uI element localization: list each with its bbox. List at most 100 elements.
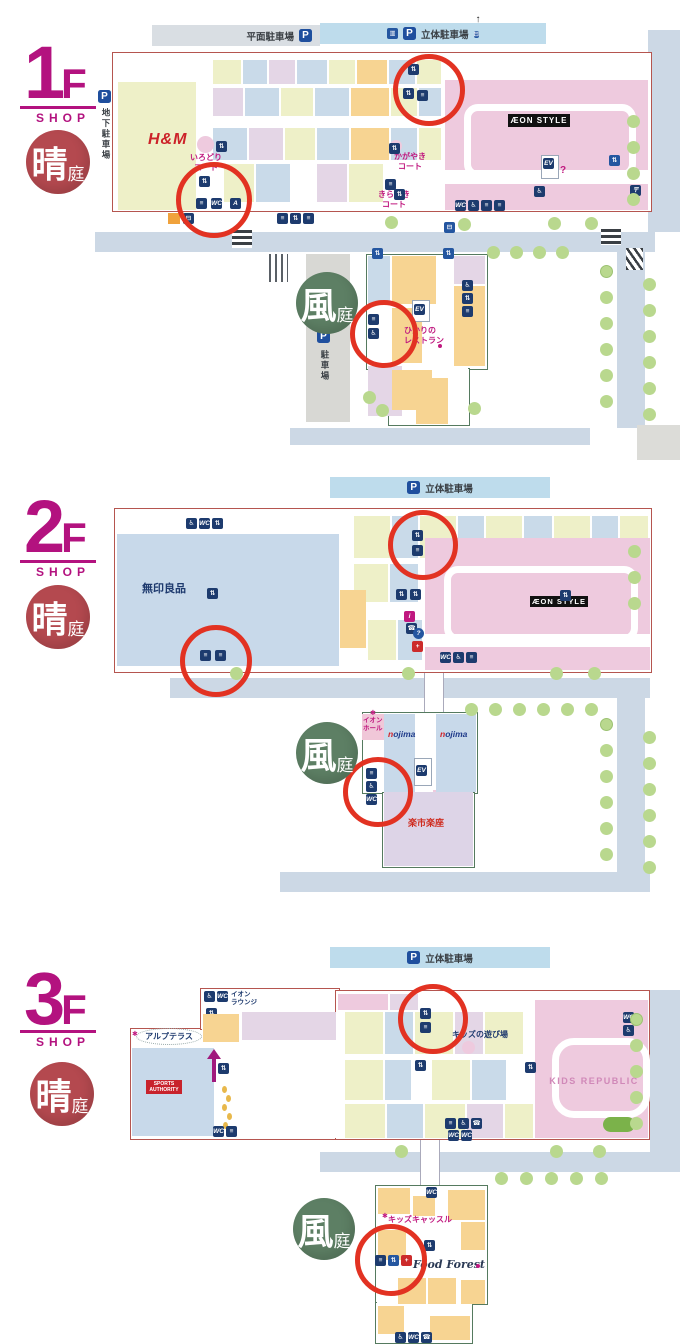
shop-block — [351, 128, 389, 160]
stairs-icon: ≡ — [445, 1118, 456, 1129]
restroom-icon: WC — [426, 1187, 437, 1198]
muji-label: 無印良品 — [142, 583, 186, 595]
shop-block — [448, 1190, 485, 1220]
shop-block — [385, 1060, 411, 1100]
wheelchair-icon: ♿ — [462, 280, 473, 291]
niwa-kanji: 庭 — [333, 1231, 351, 1251]
floor-1-suffix: F — [61, 60, 87, 107]
shop-block — [269, 60, 295, 84]
main-building-1f-interior — [112, 52, 652, 212]
floor-2-label: 2F — [24, 490, 87, 564]
elevator-icon: EV — [416, 765, 427, 776]
aed-icon: + — [412, 641, 423, 652]
kids-play-dot — [462, 1041, 475, 1054]
restroom-icon: WC — [461, 1130, 472, 1141]
nojima-block-2 — [436, 714, 476, 792]
shop-block — [454, 256, 485, 284]
phone-icon: ☎ — [421, 1332, 432, 1343]
cart-icon: ▥ — [387, 28, 399, 39]
shop-block — [378, 1306, 404, 1334]
hare-niwa-badge-2f: 晴庭 — [26, 585, 90, 649]
shop-block — [392, 256, 436, 304]
aeon-style-logo-1f: ÆON STYLE — [508, 114, 570, 127]
deck-parking-label-2f: 立体駐車場 — [425, 483, 473, 495]
escalator-icon: ⇅ — [207, 588, 218, 599]
road-3f-south — [320, 1152, 680, 1172]
sports-authority-logo: SPORTS AUTHORITY — [146, 1080, 182, 1094]
floor-3-number: 3 — [24, 957, 65, 1040]
building-join-patch — [390, 366, 468, 371]
corridor-connector — [424, 673, 444, 715]
escalator-icon: ⇅ — [396, 589, 407, 600]
stairs-icon: ≡ — [420, 1022, 431, 1033]
wheelchair-escalator-icon: ♿ — [534, 186, 545, 197]
green-kids-logo — [603, 1117, 635, 1132]
escalator-icon: ⇅ — [560, 590, 571, 601]
stairs-icon: ≡ — [200, 650, 211, 661]
aeon-hall-block — [362, 714, 384, 740]
hikari-restaurant-label: ひかりの レストラン — [404, 326, 444, 345]
corridor-ring — [552, 1038, 650, 1118]
shop-block — [413, 1196, 435, 1216]
footprints-marker — [222, 1086, 227, 1093]
road-3f-east — [650, 990, 680, 1154]
flat-parking-bar: 平面駐車場 P — [152, 25, 320, 46]
kaze-niwa-badge-2f: 風庭 — [296, 722, 358, 784]
floor-3-shop-label: SHOP — [36, 1035, 91, 1049]
aeon-lounge-label: イオン ラウンジ — [231, 991, 257, 1006]
up-arrow-marker — [207, 1049, 221, 1082]
up-arrow-icon: ↑ — [475, 13, 481, 25]
escalator-icon: ⇅ — [424, 1240, 435, 1251]
wheelchair-icon: ♿ — [186, 518, 197, 529]
wheelchair-icon: ♿ — [468, 200, 479, 211]
shop-block — [345, 1104, 385, 1138]
kids-play-label: キッズの遊び場 — [452, 1030, 508, 1039]
shop-block — [419, 128, 441, 160]
niwa-kanji: 庭 — [67, 619, 85, 639]
rakuichi-label: 楽市楽座 — [408, 818, 445, 828]
shop-block — [349, 164, 383, 202]
kids-castle-label: キッズキャッスル — [388, 1215, 452, 1224]
wheelchair-icon: ♿ — [453, 652, 464, 663]
taxi-marker — [168, 213, 180, 224]
kaze-kanji: 風 — [300, 735, 337, 776]
road-1f-annex-south — [290, 428, 590, 445]
floor-3-suffix: F — [61, 986, 87, 1033]
shop-block — [297, 60, 327, 84]
elevator-icon: EV — [543, 158, 554, 169]
escalator-icon: ⇅ — [212, 518, 223, 529]
shop-block — [338, 994, 388, 1010]
deck-parking-bar-2f: P 立体駐車場 — [330, 477, 550, 498]
kaze-kanji: 風 — [297, 1211, 334, 1252]
deck-parking-bar-3f: P 立体駐車場 — [330, 947, 550, 968]
shop-block — [317, 164, 347, 202]
escalator-icon: ⇅ — [443, 248, 454, 259]
niwa-kanji: 庭 — [67, 164, 85, 184]
shop-block — [368, 256, 390, 304]
corridor — [425, 634, 650, 647]
escalator-icon: ⇅ — [525, 1062, 536, 1073]
kaze-kanji: 風 — [300, 285, 337, 326]
stairs-icon: ≡ — [412, 545, 423, 556]
highlight-circle-3f-annex — [355, 1224, 427, 1296]
escalator-icon: ⇅ — [394, 189, 405, 200]
map-star: ✱ — [132, 1031, 138, 1038]
escalator-icon: ⇅ — [389, 143, 400, 154]
shop-block — [345, 1012, 383, 1054]
alp-terrace-label: アルプテラス — [145, 1032, 193, 1041]
phone-icon: ☎ — [406, 623, 417, 634]
restroom-icon: WC — [199, 518, 210, 529]
shop-block — [256, 164, 290, 202]
shop-block — [329, 60, 355, 84]
highlight-circle-1f-west — [176, 162, 252, 238]
hare-niwa-badge-1f: 晴庭 — [26, 130, 90, 194]
stairs-icon: ≡ — [494, 200, 505, 211]
shop-block — [281, 88, 313, 116]
shop-block — [432, 1060, 470, 1100]
restroom-icon: WC — [440, 652, 451, 663]
escalator-icon: ⇅ — [216, 141, 227, 152]
map-star: ✱ — [382, 1213, 388, 1220]
stairs-icon: ≡ — [226, 1126, 237, 1137]
road-1f-northeast — [648, 30, 680, 232]
stairs-icon: ≡ — [481, 200, 492, 211]
